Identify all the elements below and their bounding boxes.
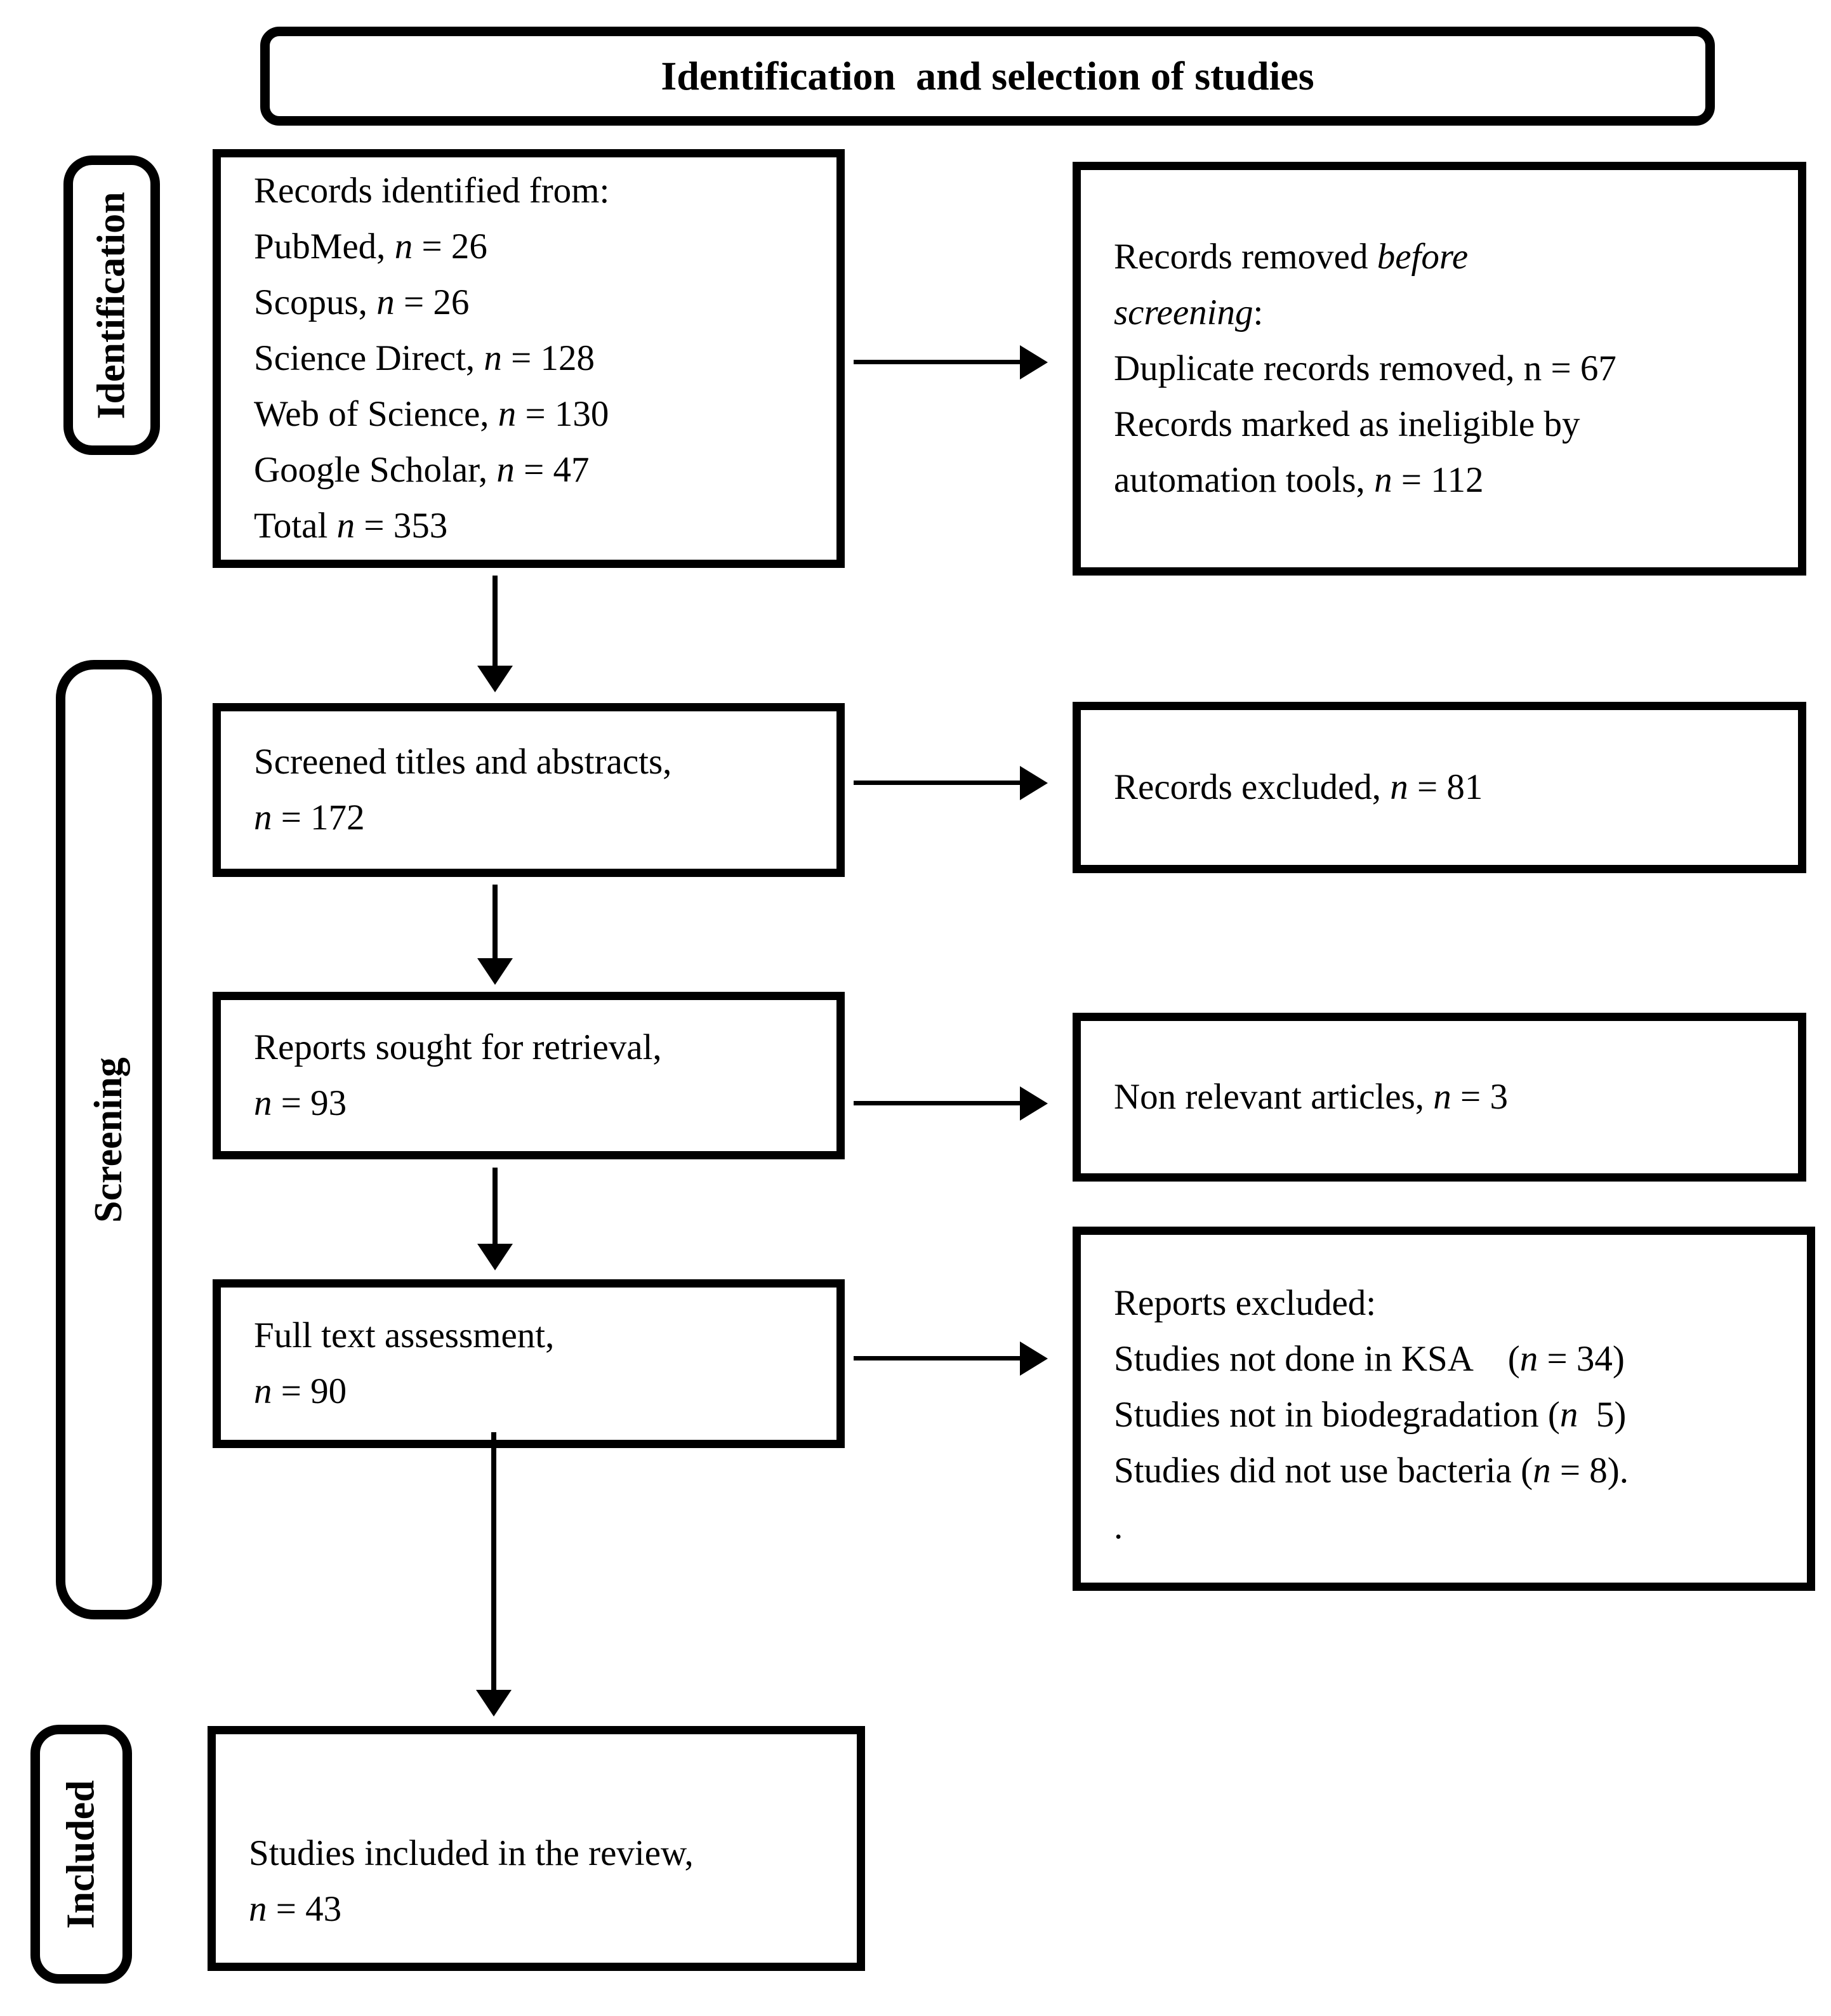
text-line: . [1114, 1506, 1123, 1546]
text-line: PubMed, n = 26 [254, 227, 487, 267]
text-line: Records identified from: [254, 171, 610, 211]
node-reports-excluded: Reports excluded: Studies not done in KSA… [1073, 1227, 1815, 1591]
stage-label-included-text: Included [59, 1779, 103, 1929]
node-records-excluded: Records excluded, n = 81 [1073, 702, 1806, 873]
text-line: Reports excluded: [1114, 1283, 1377, 1323]
text-line: Studies included in the review, [249, 1833, 694, 1873]
node-reports-sought-retrieval: Reports sought for retrieval, n = 93 [213, 992, 845, 1159]
text-line: Scopus, n = 26 [254, 282, 470, 322]
stage-label-screening-text: Screening [87, 1057, 130, 1223]
arrow-screened-to-excluded-icon [854, 781, 1020, 785]
text-line: Science Direct, n = 128 [254, 338, 595, 378]
text-line: Studies did not use bacteria (n = 8). [1114, 1451, 1629, 1491]
text-line: Non relevant articles, n = 3 [1114, 1077, 1508, 1117]
node-studies-included: Studies included in the review, n = 43 [208, 1726, 865, 1971]
text-line: Records removed before [1114, 237, 1469, 277]
text-line: Screened titles and abstracts, [254, 742, 672, 782]
text-line: Duplicate records removed, n = 67 [1114, 348, 1616, 388]
node-records-identified: Records identified from: PubMed, n = 26 Sc… [213, 149, 845, 568]
stage-label-screening: Screening [56, 660, 162, 1619]
text-line: Records marked as ineligible by [1114, 404, 1580, 444]
text-line: Records excluded, n = 81 [1114, 767, 1483, 807]
text-line: n = 93 [254, 1083, 347, 1123]
text-line: Web of Science, n = 130 [254, 394, 609, 434]
arrow-screened-to-sought-icon [492, 885, 498, 958]
text-line: Reports sought for retrieval, [254, 1027, 662, 1067]
diagram-title: Identification and selection of studies [260, 27, 1715, 126]
stage-label-included: Included [30, 1725, 132, 1984]
text-line: Studies not done in KSA (n = 34) [1114, 1339, 1625, 1379]
arrow-identified-to-screened-icon [492, 576, 498, 666]
stage-label-identification: Identification [63, 155, 160, 455]
text-line: screening: [1114, 293, 1264, 333]
stage-label-identification-text: Identification [89, 191, 133, 419]
text-line: Full text assessment, [254, 1315, 555, 1355]
text-line: Google Scholar, n = 47 [254, 450, 590, 490]
arrow-fulltext-to-included-icon [491, 1432, 496, 1690]
arrow-identified-to-removed-icon [854, 360, 1020, 364]
arrow-fulltext-to-excluded-icon [854, 1356, 1020, 1360]
node-non-relevant-articles: Non relevant articles, n = 3 [1073, 1013, 1806, 1182]
text-line: Total n = 353 [254, 506, 448, 546]
text-line: n = 90 [254, 1371, 347, 1411]
arrow-sought-to-nonrelevant-icon [854, 1101, 1020, 1105]
text-line: Studies not in biodegradation (n 5) [1114, 1395, 1627, 1435]
node-records-removed-before-screening: Records removed before screening: Duplicat… [1073, 162, 1806, 576]
arrow-sought-to-fulltext-icon [492, 1168, 498, 1244]
text-line: n = 43 [249, 1889, 342, 1929]
node-screened-titles-abstracts: Screened titles and abstracts, n = 172 [213, 703, 845, 877]
text-line: automation tools, n = 112 [1114, 460, 1484, 500]
node-full-text-assessment: Full text assessment, n = 90 [213, 1279, 845, 1448]
text-line: n = 172 [254, 798, 365, 838]
